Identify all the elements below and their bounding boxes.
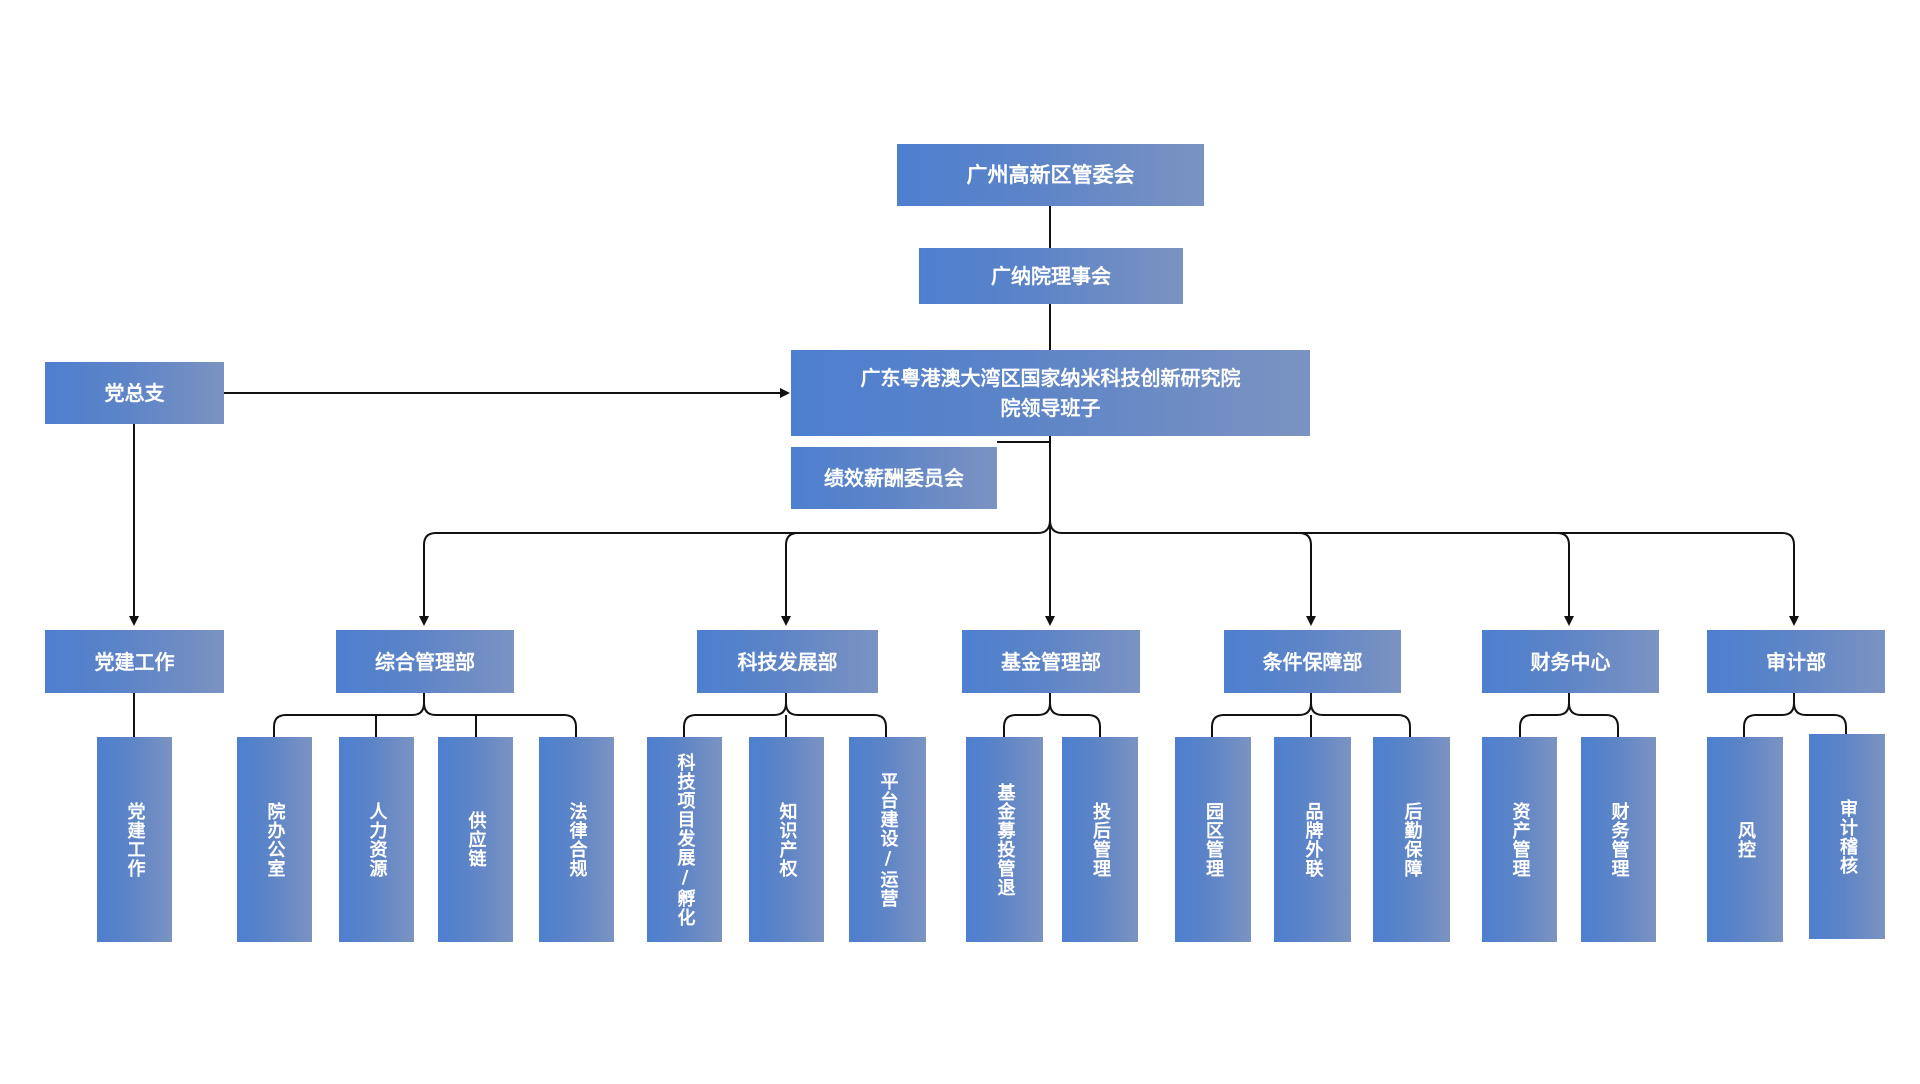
department-fund-management-label: 基金管理部 [1001, 649, 1101, 674]
connector-main-bus [423, 519, 1795, 624]
top-org-label: 广州高新区管委会 [966, 163, 1135, 187]
sub-institute-office-label: 院办公室 [264, 801, 286, 878]
connector-fund-subs [1003, 693, 1101, 737]
committee-label: 绩效薪酬委员会 [824, 466, 964, 490]
connector-finance-subs [1519, 693, 1619, 737]
sub-platform-construction-operation: 平台建设/运营 [849, 737, 926, 942]
connector-audit-subs [1743, 693, 1847, 737]
sub-post-investment-management-label: 投后管理 [1090, 801, 1111, 878]
sub-tech-project-incubation-label: 科技项目发展/孵化 [674, 752, 696, 927]
sub-supply-chain-label: 供应链 [465, 811, 487, 868]
sub-fund-fundraising-investment-management-exit: 基金募投管退 [966, 737, 1043, 942]
sub-audit-review-label: 审计稽核 [1837, 798, 1858, 875]
sub-park-management-label: 园区管理 [1203, 801, 1224, 878]
connector-complex-subs [273, 693, 577, 737]
sub-financial-management-label: 财务管理 [1608, 801, 1630, 878]
institute-node: 广东粤港澳大湾区国家纳米科技创新研究院 院领导班子 [791, 350, 1310, 436]
committee-node: 绩效薪酬委员会 [791, 447, 997, 509]
sub-supply-chain: 供应链 [438, 737, 513, 942]
sub-platform-construction-operation-label: 平台建设/运营 [877, 771, 899, 908]
connector-tech-subs [683, 693, 887, 737]
sub-legal-compliance: 法律合规 [539, 737, 614, 942]
department-conditions-support: 条件保障部 [1224, 630, 1401, 693]
sub-logistics-support: 后勤保障 [1373, 737, 1450, 942]
sub-audit-review: 审计稽核 [1809, 734, 1885, 939]
department-comprehensive-management: 综合管理部 [336, 630, 514, 693]
sub-institute-office: 院办公室 [237, 737, 312, 942]
sub-party-work: 党建工作 [97, 737, 172, 942]
sub-human-resources: 人力资源 [339, 737, 414, 942]
department-finance-center: 财务中心 [1482, 630, 1659, 693]
party-branch-node: 党总支 [45, 362, 224, 424]
sub-financial-management: 财务管理 [1581, 737, 1656, 942]
board-label: 广纳院理事会 [991, 264, 1111, 288]
connector-dept-tech [786, 532, 799, 624]
sub-park-management: 园区管理 [1175, 737, 1251, 942]
department-fund-management: 基金管理部 [962, 630, 1140, 693]
department-finance-center-label: 财务中心 [1530, 649, 1611, 674]
sub-risk-control: 风控 [1707, 737, 1783, 942]
sub-tech-project-incubation: 科技项目发展/孵化 [647, 737, 722, 942]
sub-fund-fundraising-investment-management-exit-label: 基金募投管退 [994, 782, 1016, 897]
department-party-work: 党建工作 [45, 630, 224, 693]
sub-human-resources-label: 人力资源 [366, 801, 388, 878]
department-audit-label: 审计部 [1766, 649, 1826, 674]
sub-intellectual-property-label: 知识产权 [776, 801, 798, 878]
sub-risk-control-label: 风控 [1735, 820, 1756, 859]
institute-label: 广东粤港澳大湾区国家纳米科技创新研究院 院领导班子 [860, 366, 1241, 420]
sub-intellectual-property: 知识产权 [749, 737, 824, 942]
department-conditions-support-label: 条件保障部 [1262, 649, 1363, 674]
sub-asset-management-label: 资产管理 [1509, 801, 1531, 878]
sub-party-work-label: 党建工作 [124, 801, 146, 878]
sub-legal-compliance-label: 法律合规 [566, 801, 588, 878]
party-branch-label: 党总支 [104, 381, 165, 405]
sub-brand-external-relations-label: 品牌外联 [1302, 801, 1324, 878]
department-tech-development-label: 科技发展部 [737, 649, 838, 674]
top-org-node: 广州高新区管委会 [897, 144, 1204, 206]
connector-dept-conditions [1298, 532, 1311, 624]
department-party-work-label: 党建工作 [94, 649, 175, 674]
sub-post-investment-management: 投后管理 [1062, 737, 1138, 942]
connector-dept-finance [1556, 532, 1569, 624]
sub-logistics-support-label: 后勤保障 [1401, 801, 1423, 878]
department-tech-development: 科技发展部 [697, 630, 878, 693]
department-audit: 审计部 [1707, 630, 1885, 693]
sub-asset-management: 资产管理 [1482, 737, 1557, 942]
board-node: 广纳院理事会 [919, 248, 1183, 304]
sub-brand-external-relations: 品牌外联 [1274, 737, 1351, 942]
department-comprehensive-management-label: 综合管理部 [375, 649, 475, 674]
connector-conditions-subs [1211, 693, 1411, 737]
